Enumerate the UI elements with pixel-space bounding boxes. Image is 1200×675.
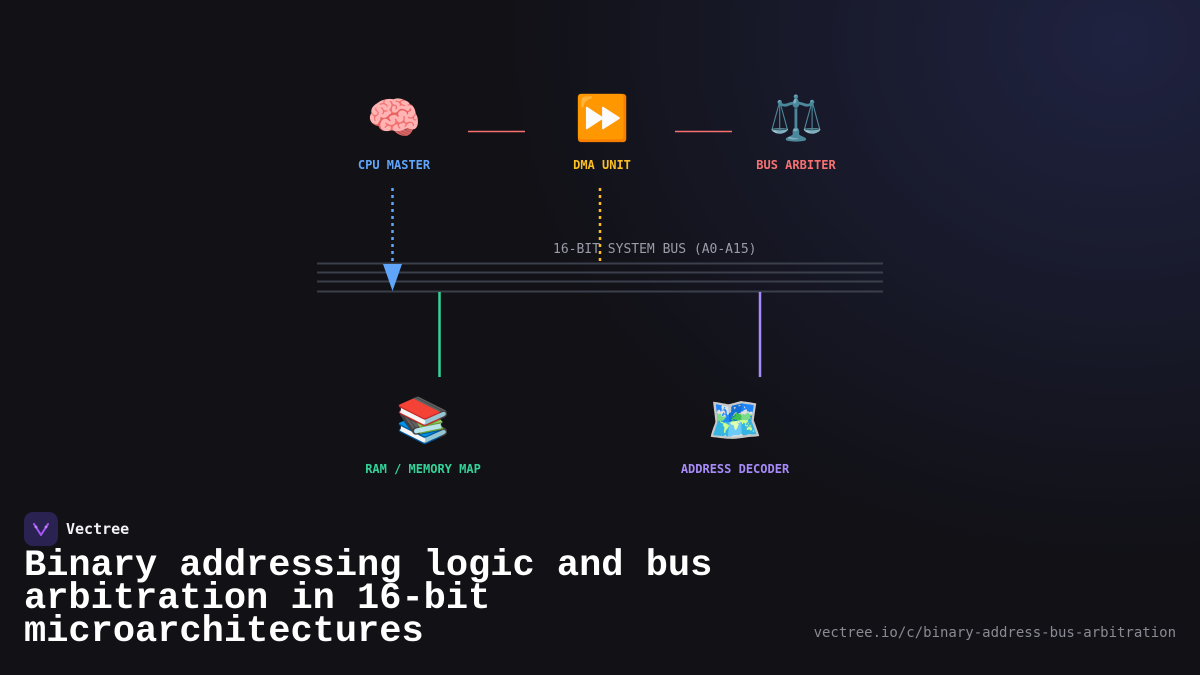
fast-forward-icon: ⏩ <box>574 93 630 144</box>
bus-label: 16-BIT SYSTEM BUS (A0-A15) <box>553 242 757 257</box>
bus-arbiter-node: ⚖️ BUS ARBITER <box>696 93 896 173</box>
address-decoder-label: ADDRESS DECODER <box>680 462 790 476</box>
scales-icon: ⚖️ <box>768 93 824 144</box>
bus-diagram: 16-BIT SYSTEM BUS (A0-A15) 🧠 CPU MASTER … <box>294 93 896 477</box>
ram-memory-map-node: 📚 RAM / MEMORY MAP <box>323 395 523 477</box>
brain-icon: 🧠 <box>366 93 422 144</box>
books-icon: 📚 <box>395 395 451 446</box>
page-title: Binary addressing logic and bus arbitrat… <box>24 545 713 653</box>
address-decoder-node: 🗺️ ADDRESS DECODER <box>635 395 835 477</box>
vectree-v-logo-icon <box>24 512 58 546</box>
brand-name: Vectree <box>66 520 130 538</box>
ram-memory-map-label: RAM / MEMORY MAP <box>365 462 481 476</box>
brand[interactable]: Vectree <box>24 512 129 546</box>
map-icon: 🗺️ <box>707 395 763 446</box>
bus-arbiter-label: BUS ARBITER <box>756 158 836 172</box>
dma-unit-label: DMA UNIT <box>573 158 631 172</box>
cpu-master-node: 🧠 CPU MASTER <box>294 93 494 173</box>
course-url[interactable]: vectree.io/c/binary-address-bus-arbitrat… <box>813 625 1176 641</box>
dma-unit-node: ⏩ DMA UNIT <box>502 93 702 173</box>
cpu-master-label: CPU MASTER <box>357 158 431 172</box>
cpu-bus-arrowhead <box>383 264 402 291</box>
diagram-lines <box>317 130 883 377</box>
